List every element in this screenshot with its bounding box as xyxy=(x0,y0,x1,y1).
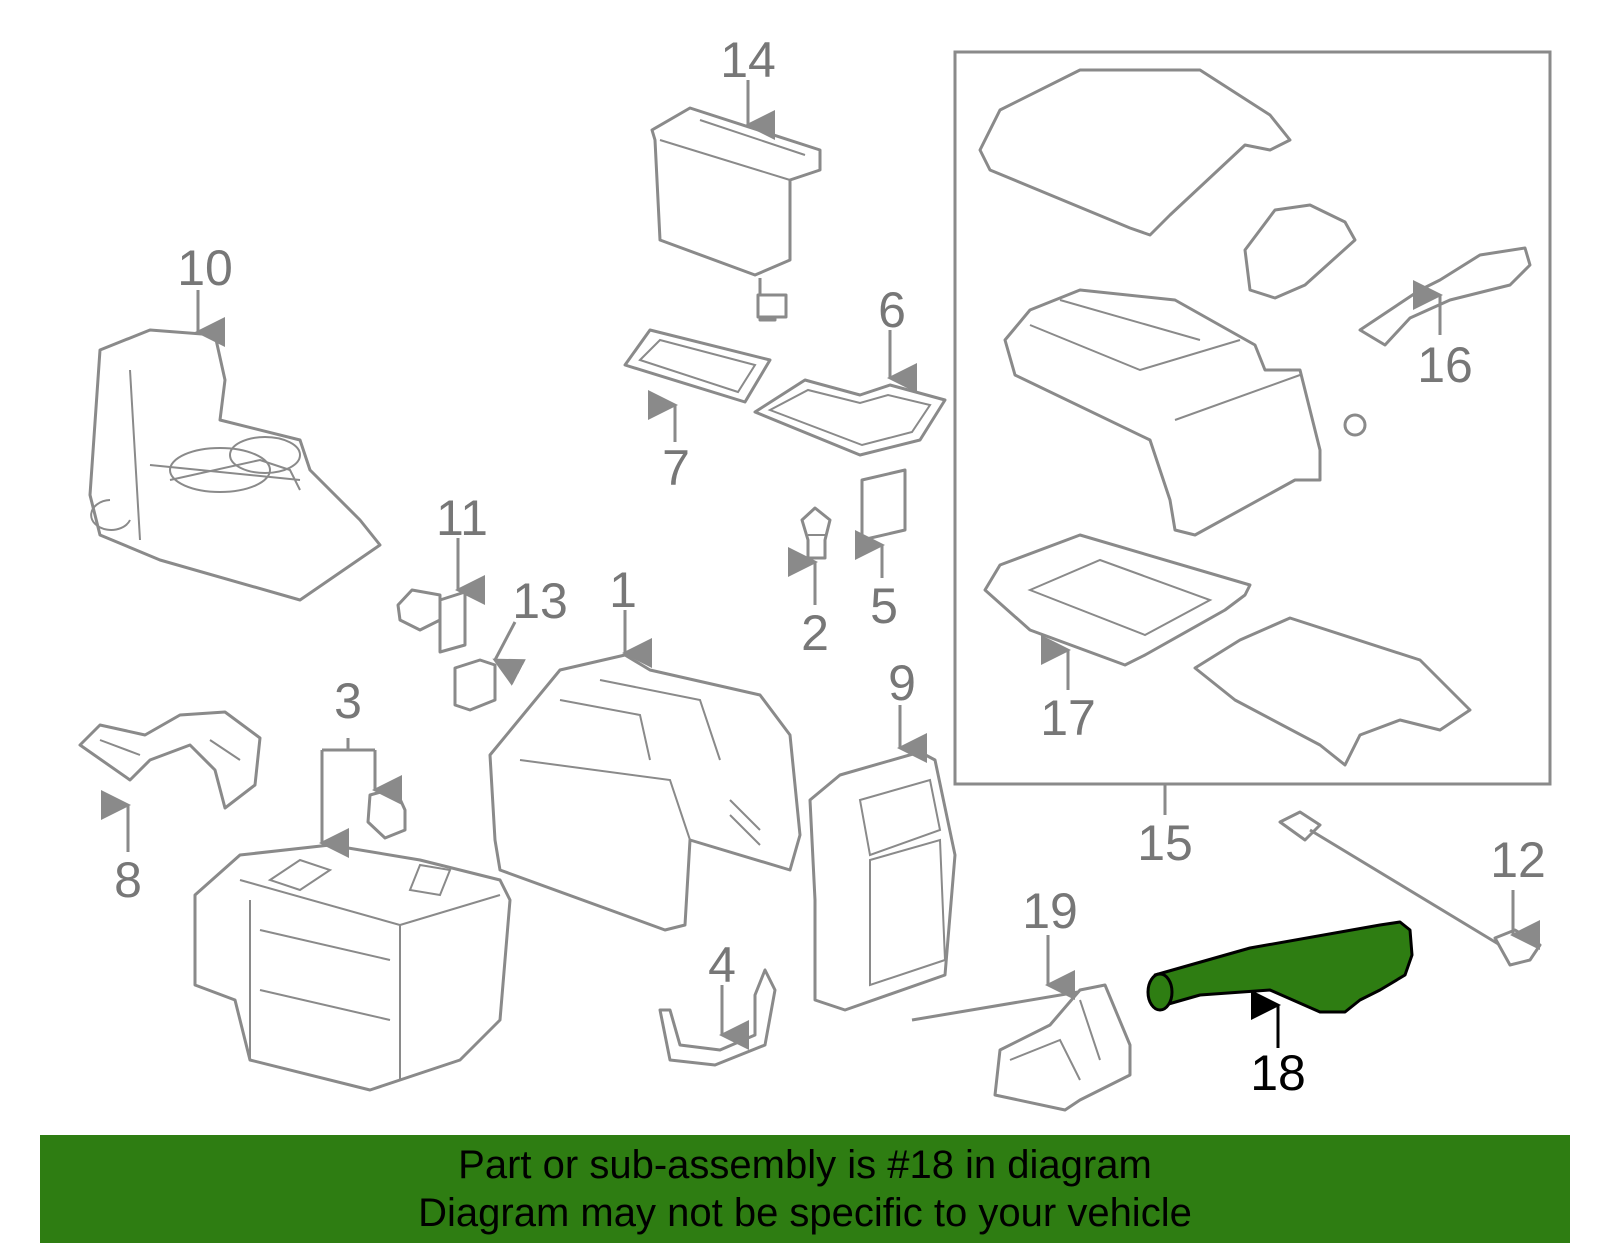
callout-8: 8 xyxy=(114,852,142,908)
part-5-pad[interactable] xyxy=(860,468,907,542)
callout-5: 5 xyxy=(870,578,898,634)
callout-18: 18 xyxy=(1250,1045,1306,1101)
part-7-tray-mat[interactable] xyxy=(623,328,772,404)
callout-3: 3 xyxy=(334,673,362,729)
part-12-cable[interactable] xyxy=(1278,810,1542,967)
callout-10: 10 xyxy=(177,240,233,296)
part-13-cap[interactable] xyxy=(453,658,497,712)
callout-14: 14 xyxy=(720,32,776,88)
callout-11: 11 xyxy=(436,490,488,546)
callout-2: 2 xyxy=(801,605,829,661)
part-15-armrest-assembly[interactable] xyxy=(978,68,1532,537)
part-17-tray[interactable] xyxy=(983,533,1472,767)
leader-13 xyxy=(492,621,526,686)
callout-7: 7 xyxy=(662,440,690,496)
part-19-shift-mechanism[interactable] xyxy=(911,983,1132,1112)
leader-3 xyxy=(319,738,402,858)
part-1-console-body[interactable] xyxy=(488,653,802,932)
callout-1: 1 xyxy=(609,562,637,618)
banner-line-2: Diagram may not be specific to your vehi… xyxy=(418,1191,1192,1235)
part-9-rear-trim-panel[interactable] xyxy=(808,750,957,1012)
part-10-cupholder-assembly[interactable] xyxy=(88,328,382,602)
part-6-tray-mat[interactable] xyxy=(753,378,947,457)
callout-9: 9 xyxy=(888,655,916,711)
info-banner: Part or sub-assembly is #18 in diagram D… xyxy=(40,1135,1570,1243)
callout-13: 13 xyxy=(512,573,568,629)
callout-12: 12 xyxy=(1490,832,1546,888)
part-18-lever-cover[interactable] xyxy=(1146,920,1414,1014)
part-11-switch[interactable] xyxy=(396,588,467,654)
part-14-storage-bin[interactable] xyxy=(650,106,822,322)
callout-16: 16 xyxy=(1417,337,1473,393)
callout-17: 17 xyxy=(1040,690,1096,746)
part-8-bracket[interactable] xyxy=(78,710,262,810)
callout-4: 4 xyxy=(708,937,736,993)
callout-6: 6 xyxy=(878,282,906,338)
part-3-console-frame[interactable] xyxy=(193,786,512,1092)
part-15-group-box xyxy=(953,50,1552,786)
part-2-clip[interactable] xyxy=(800,506,832,560)
callout-15: 15 xyxy=(1137,815,1193,871)
callout-19: 19 xyxy=(1022,883,1078,939)
banner-line-1: Part or sub-assembly is #18 in diagram xyxy=(458,1143,1152,1187)
